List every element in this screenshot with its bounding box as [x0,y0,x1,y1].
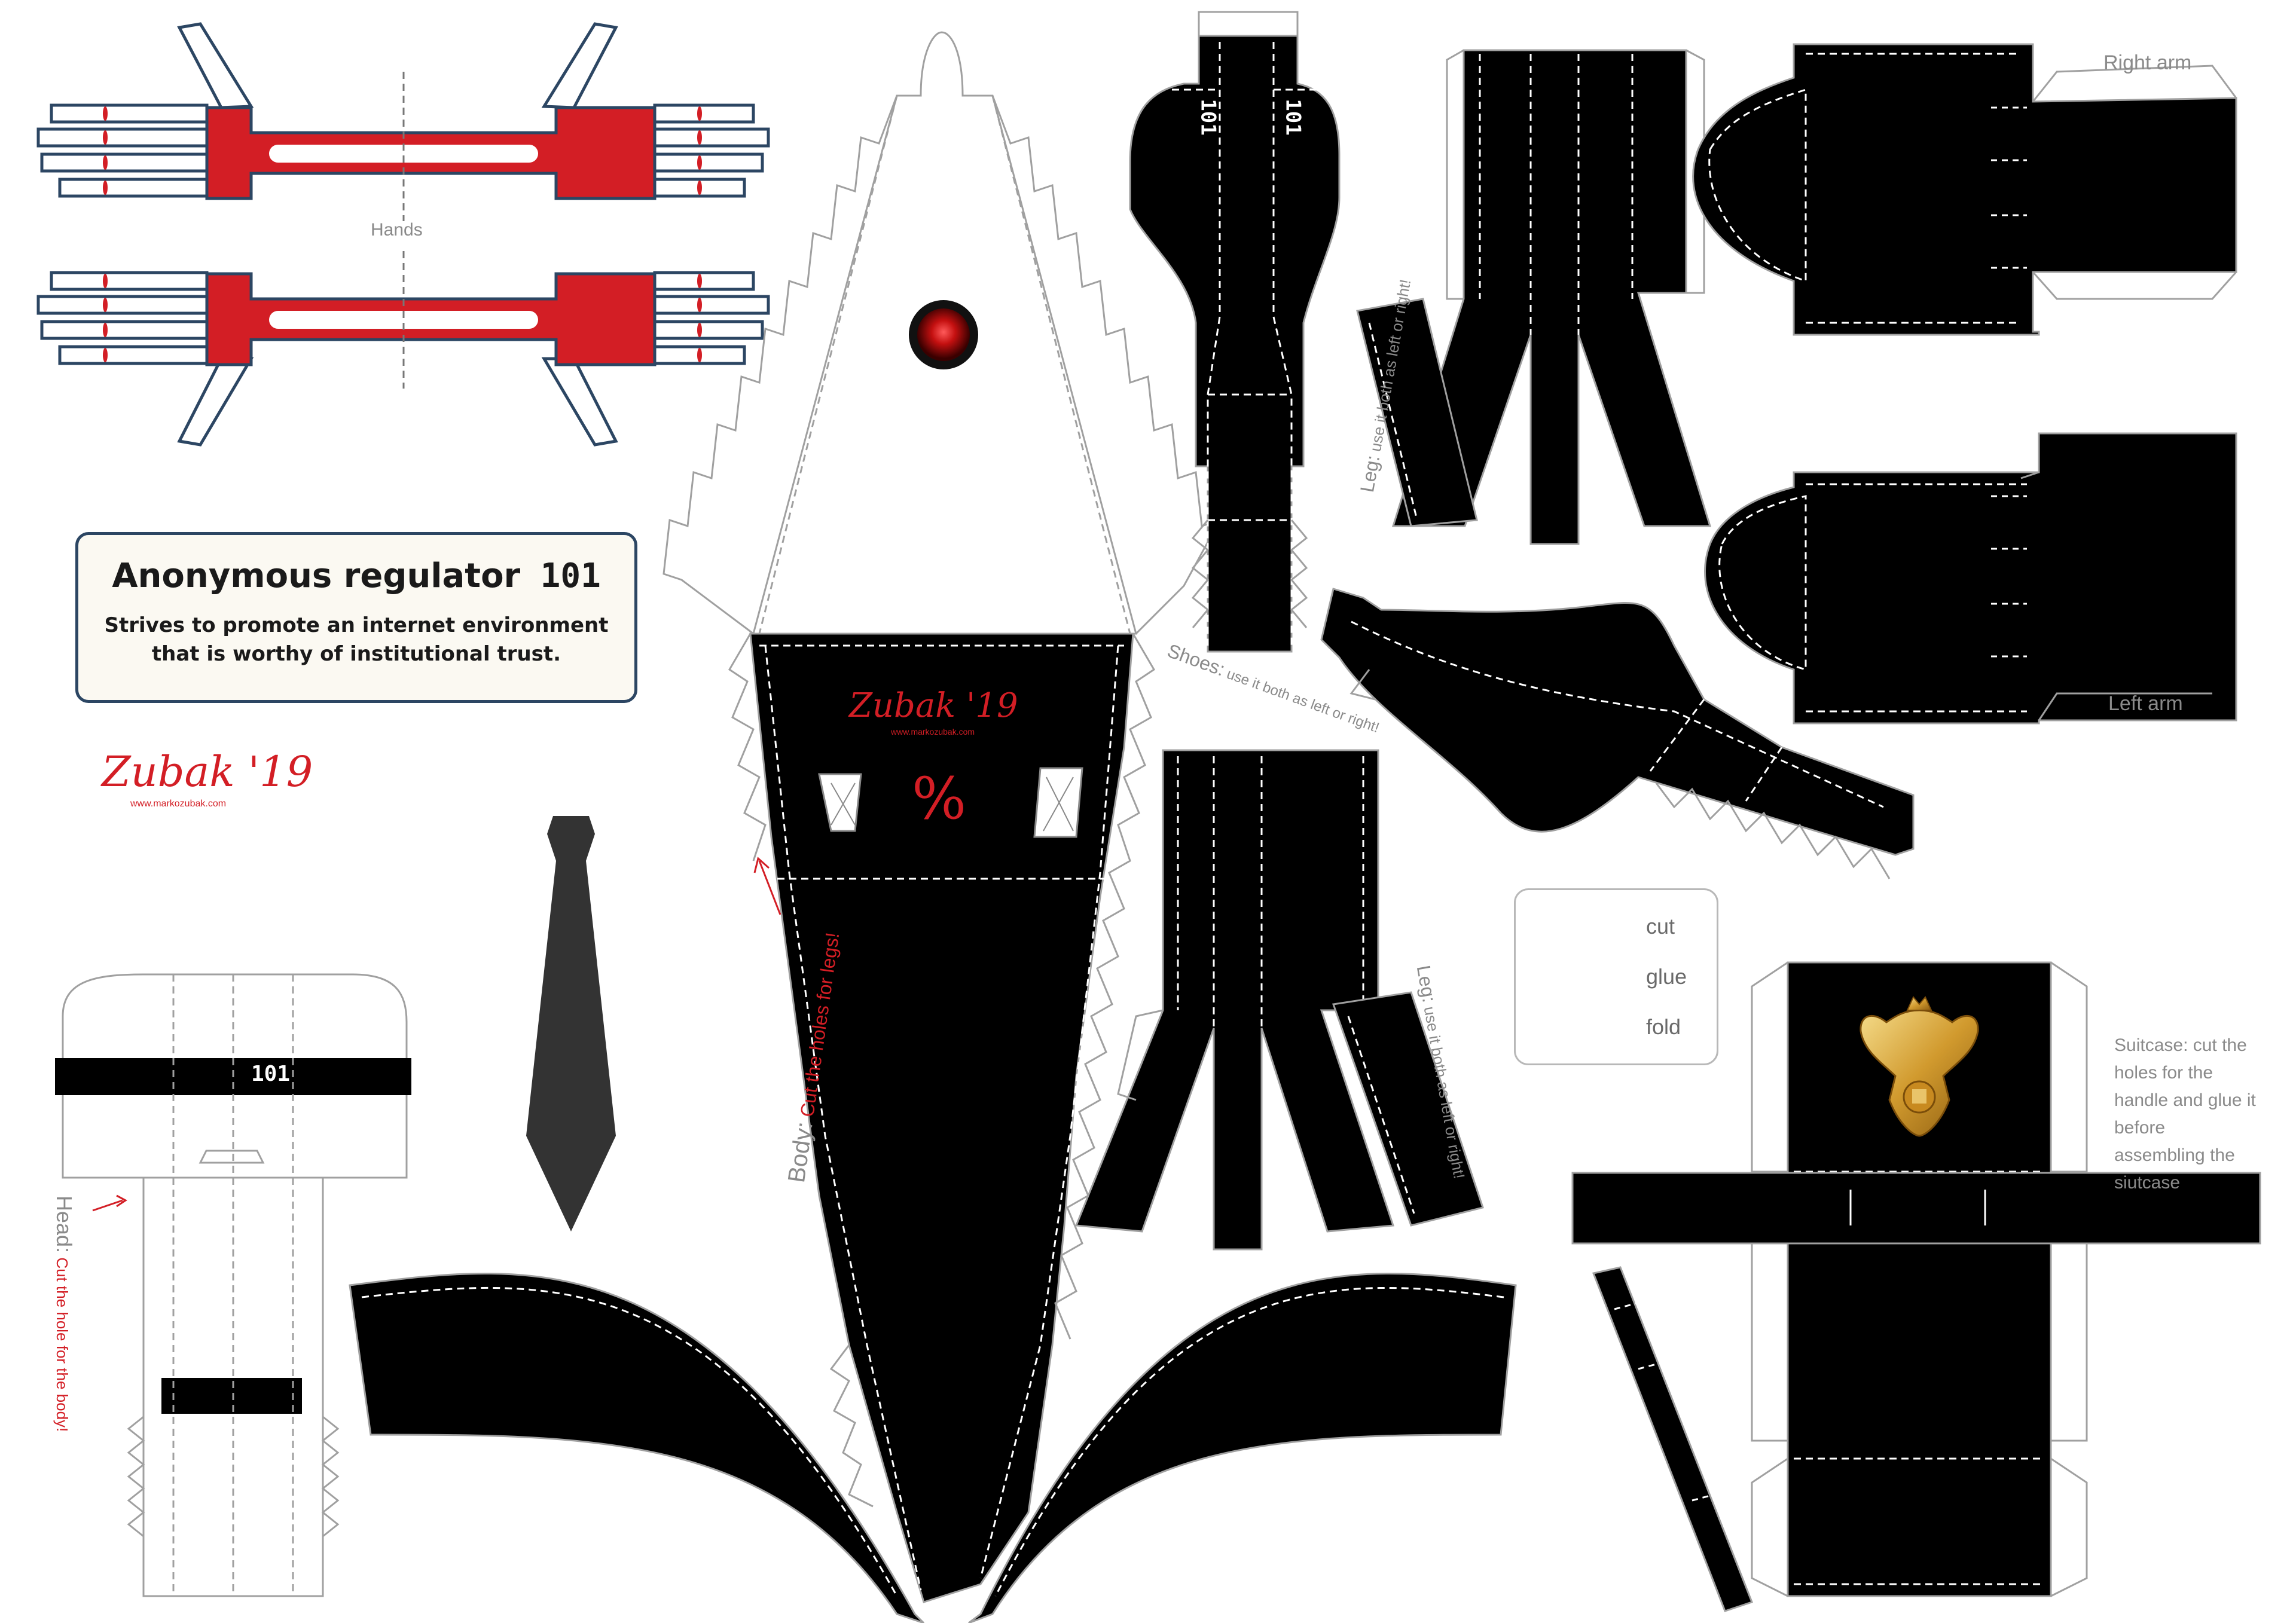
hands-piece-top [36,22,770,221]
torso-mark-101-left: 101 [1196,99,1220,136]
title-mark-101: 101 [540,557,601,595]
left-arm-label: Left arm [2108,692,2183,715]
torso-mark-101-right: 101 [1281,99,1305,136]
website-main: www.markozubak.com [130,799,227,809]
right-arm-piece [1692,43,2237,336]
tagline-line-1: Strives to promote an internet environme… [104,613,609,637]
body-piece [349,31,1517,1623]
leg-lower-piece [1074,749,1484,1251]
signature-body: Zubak '19 [849,686,1018,725]
jacket-piece [1129,11,1341,653]
tagline-line-2: that is worthy of institutional trust. [151,642,561,666]
shoes-piece [1320,588,1915,879]
legend-box: cut glue fold [1514,888,1718,1065]
legend-fold-label: fold [1646,1014,1681,1039]
hat-mark-101: 101 [251,1062,291,1086]
hands-label: Hands [371,220,423,240]
leg-upper-piece [1356,49,1712,545]
title-text: Anonymous regulator [112,557,521,595]
title-line: Anonymous regulator 101 [78,557,634,595]
signature-main: Zubak '19 [102,747,313,796]
hands-piece-bottom [36,251,770,447]
tagline: Strives to promote an internet environme… [78,611,634,668]
red-eye-icon [909,300,978,369]
website-body: www.markozubak.com [891,727,975,736]
double-headed-eagle-crest-icon [1860,996,1979,1137]
right-arm-label: Right arm [2103,51,2192,74]
percent-mark: % [912,765,967,832]
suitcase-handle-piece [1592,1266,1753,1612]
left-arm-piece [1704,432,2237,725]
legend-glue-label: glue [1646,964,1687,989]
head-piece [55,973,411,1597]
head-label: Head: Cut the hole for the body! [51,1196,77,1432]
head-head: Head: [52,1196,77,1254]
head-note: Cut the hole for the body! [53,1257,71,1432]
title-card: Anonymous regulator 101 Strives to promo… [75,532,637,703]
suitcase-piece [1571,961,2261,1597]
suitcase-instructions: Suitcase: cut the holes for the handle a… [2114,1035,2256,1193]
tie-piece [526,816,616,1231]
legend-cut-label: cut [1646,914,1675,939]
